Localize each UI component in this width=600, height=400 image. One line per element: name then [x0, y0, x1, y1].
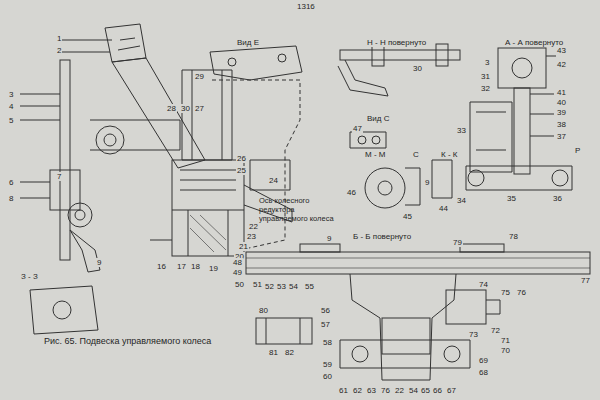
callout-label: 67: [446, 386, 457, 395]
callout-label: 37: [556, 132, 567, 141]
callout-label: 9: [424, 178, 430, 187]
callout-label: 33: [456, 126, 467, 135]
callout-label: 32: [480, 84, 491, 93]
callout-label: М - М: [364, 150, 386, 159]
callout-label: Р: [574, 146, 581, 155]
callout-label: 66: [432, 386, 443, 395]
callout-label: 59: [322, 360, 333, 369]
callout-label: 61: [338, 386, 349, 395]
callout-label: 57: [320, 320, 331, 329]
callout-label: 80: [258, 306, 269, 315]
callout-label: 5: [8, 116, 14, 125]
callout-label: 45: [402, 212, 413, 221]
callout-label: 54: [408, 386, 419, 395]
callout-label: 3: [484, 58, 490, 67]
callout-label: Н - Н повернуто: [366, 38, 427, 47]
callout-label: 19: [208, 264, 219, 273]
callout-label: 81: [268, 348, 279, 357]
callout-label: 1: [56, 34, 62, 43]
callout-label: 63: [366, 386, 377, 395]
callout-label: 71: [500, 336, 511, 345]
callout-label: 18: [190, 262, 201, 271]
callout-label: 76: [380, 386, 391, 395]
callout-label: 74: [478, 280, 489, 289]
callout-label: 26: [236, 154, 247, 163]
callout-label: 53: [276, 282, 287, 291]
callout-label: 40: [556, 98, 567, 107]
callout-label: 1316: [296, 2, 316, 11]
callout-label: 49: [232, 268, 243, 277]
callout-label: 69: [478, 356, 489, 365]
callout-label: 7: [56, 172, 62, 181]
callout-label: 9: [326, 234, 332, 243]
callout-label: 46: [346, 188, 357, 197]
callout-label: Б - Б повернуто: [352, 232, 412, 241]
callout-label: 29: [194, 72, 205, 81]
callout-label: 27: [194, 104, 205, 113]
callout-label: 31: [480, 72, 491, 81]
callout-label: 39: [556, 108, 567, 117]
callout-label: 36: [552, 194, 563, 203]
callout-label: 8: [8, 194, 14, 203]
callout-label: 43: [556, 46, 567, 55]
callout-label: 23: [246, 232, 257, 241]
callout-label: Вид Е: [236, 38, 260, 47]
callout-label: 22: [394, 386, 405, 395]
callout-label: 2: [56, 46, 62, 55]
callout-label: 70: [500, 346, 511, 355]
callout-label: 60: [322, 372, 333, 381]
callout-label: 82: [284, 348, 295, 357]
callout-label: 56: [320, 306, 331, 315]
callout-label: 73: [468, 330, 479, 339]
callout-label: 42: [556, 60, 567, 69]
callout-label: 52: [264, 282, 275, 291]
callout-label: 28: [166, 104, 177, 113]
callout-label: 79: [452, 238, 463, 247]
callout-label: 25: [236, 166, 247, 175]
callout-label: 24: [268, 176, 279, 185]
callout-label: 21: [238, 242, 249, 251]
callout-label: 72: [490, 326, 501, 335]
callout-label: 3: [8, 90, 14, 99]
callout-label: 50: [234, 280, 245, 289]
callout-label: 77: [580, 276, 591, 285]
callout-label: 22: [248, 222, 259, 231]
callout-label: 78: [508, 232, 519, 241]
figure-caption: Рис. 65. Подвеска управляемого колеса: [44, 336, 224, 347]
callout-label: 30: [180, 104, 191, 113]
callout-label: 62: [352, 386, 363, 395]
callout-label: 35: [506, 194, 517, 203]
callout-label: З - З: [20, 272, 39, 281]
callout-label: 65: [420, 386, 431, 395]
callout-label: 38: [556, 120, 567, 129]
callout-label: 30: [412, 64, 423, 73]
callout-label: 6: [8, 178, 14, 187]
callout-label: 68: [478, 368, 489, 377]
callout-label: 54: [288, 282, 299, 291]
callout-label: 47: [352, 124, 363, 133]
callout-label: 44: [438, 204, 449, 213]
callout-label: 16: [156, 262, 167, 271]
callout-label: 17: [176, 262, 187, 271]
callout-label: Ось колесного редуктора управляемого кол…: [258, 196, 338, 223]
callout-label: 76: [516, 288, 527, 297]
callout-label: С: [412, 150, 420, 159]
callout-label: 9: [96, 258, 102, 267]
callout-label: 4: [8, 102, 14, 111]
callout-label: Вид С: [366, 114, 390, 123]
callout-label: 51: [252, 280, 263, 289]
callout-label: 58: [322, 338, 333, 347]
callout-label: 48: [232, 258, 243, 267]
callout-label: 41: [556, 88, 567, 97]
callout-label: К - К: [440, 150, 458, 159]
callout-label: 55: [304, 282, 315, 291]
callout-label: 75: [500, 288, 511, 297]
callout-label: 34: [456, 196, 467, 205]
